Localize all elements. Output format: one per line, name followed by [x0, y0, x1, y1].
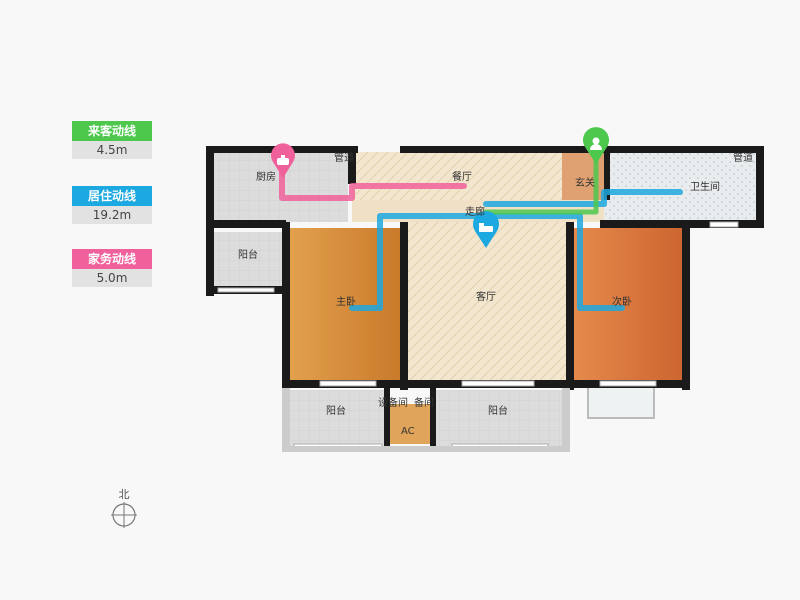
label-balcony-small: 阳台 — [238, 248, 258, 261]
bed-pin-icon — [473, 211, 499, 248]
compass: 北 — [110, 486, 138, 530]
legend-living: 居住动线 19.2m — [72, 186, 152, 224]
label-balcony-right: 阳台 — [488, 404, 508, 417]
left-balcony-floor — [290, 390, 390, 446]
legend-guest-label: 来客动线 — [72, 121, 152, 141]
bay-window — [587, 383, 655, 419]
compass-label: 北 — [118, 488, 130, 501]
label-living-room: 客厅 — [476, 290, 496, 303]
legend-housework-value: 5.0m — [72, 269, 152, 287]
compass-icon — [111, 502, 137, 528]
legend-guest-value: 4.5m — [72, 141, 152, 159]
living-route-bath — [483, 189, 683, 207]
right-balcony-floor — [430, 390, 562, 446]
guest-route — [483, 157, 599, 215]
label-kitchen: 厨房 — [256, 170, 276, 183]
label-equipment-room: 设备间 — [378, 396, 408, 409]
person-pin-icon — [583, 127, 609, 164]
label-master-bedroom: 主卧 — [336, 295, 356, 308]
label-spare: 备间 — [414, 396, 434, 409]
bathroom-floor — [604, 150, 756, 222]
legend-guest: 来客动线 4.5m — [72, 121, 152, 159]
label-corridor: 走廊 — [465, 205, 485, 218]
pot-pin-icon — [271, 143, 295, 178]
legend-living-value: 19.2m — [72, 206, 152, 224]
living-room-floor — [408, 222, 566, 380]
master-bedroom-floor — [290, 228, 402, 380]
label-ac: AC — [401, 426, 415, 437]
small-balcony-floor — [214, 232, 282, 286]
balcony-wall-bottom — [282, 446, 570, 452]
label-dining: 餐厅 — [452, 170, 472, 183]
label-entrance: 玄关 — [575, 176, 595, 189]
legend-housework-label: 家务动线 — [72, 249, 152, 269]
legend-living-label: 居住动线 — [72, 186, 152, 206]
second-bedroom-floor — [574, 228, 682, 380]
balcony-wall-left — [282, 388, 290, 452]
label-pipe-left: 管道 — [334, 151, 354, 164]
label-second-bedroom: 次卧 — [612, 295, 632, 308]
housework-route — [279, 167, 467, 201]
ac-floor — [390, 404, 430, 444]
legend-housework: 家务动线 5.0m — [72, 249, 152, 287]
label-bathroom: 卫生间 — [690, 180, 720, 193]
balcony-wall-right — [562, 388, 570, 452]
label-pipe-right: 管道 — [733, 151, 753, 164]
label-balcony-left: 阳台 — [326, 404, 346, 417]
